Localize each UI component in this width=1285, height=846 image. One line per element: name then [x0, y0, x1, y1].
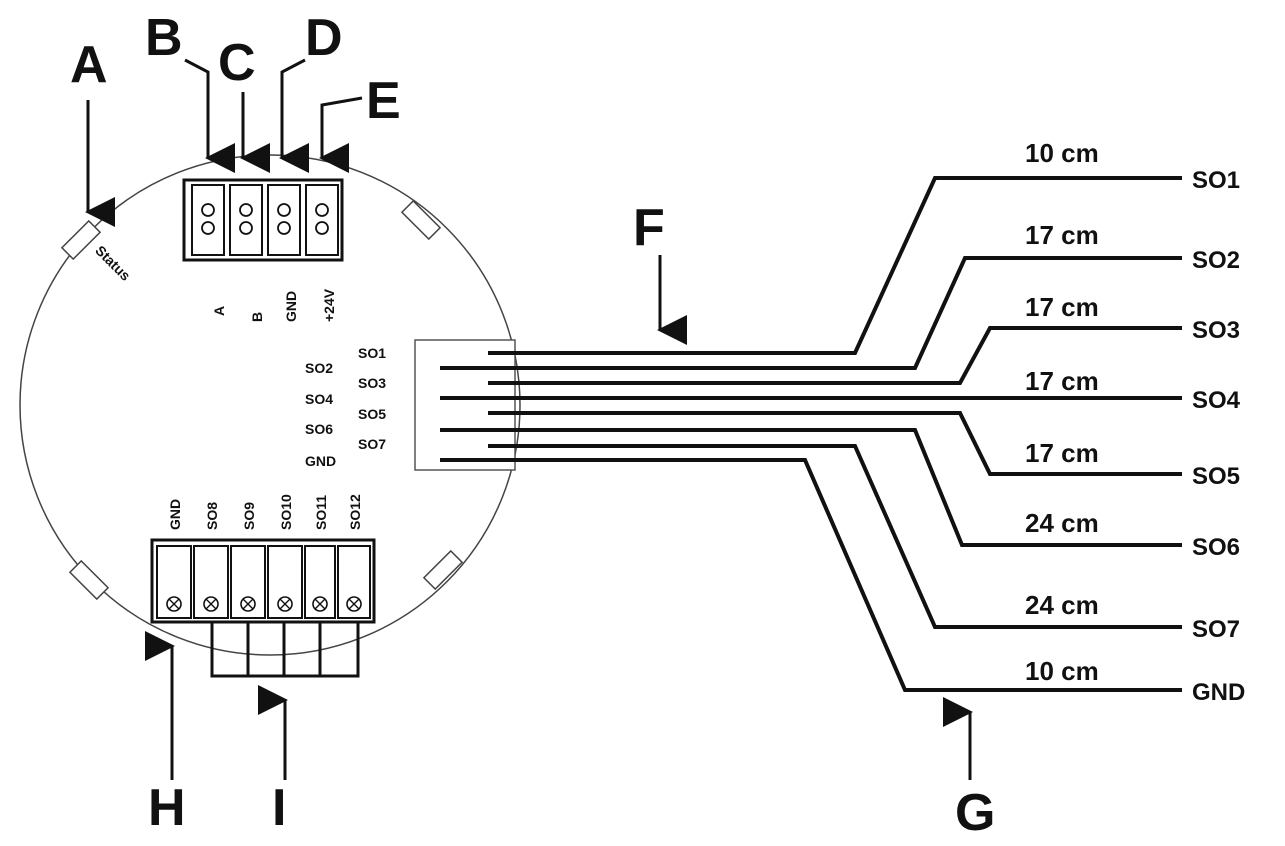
screw-icon	[277, 203, 291, 217]
wire-so5	[488, 411, 1182, 476]
connector-label-so4: SO4	[305, 391, 333, 407]
screw-icon	[315, 203, 329, 217]
wire-length-so2: 17 cm	[1025, 220, 1099, 250]
connector-label-so5: SO5	[358, 406, 386, 422]
screw-icon	[201, 203, 215, 217]
terminal	[191, 184, 225, 256]
wire-end-so5: SO5	[1192, 463, 1240, 490]
bottom-terminal-label-so10: SO10	[278, 494, 294, 530]
wire-length-so6: 24 cm	[1025, 508, 1099, 538]
wire-end-so2: SO2	[1192, 247, 1240, 274]
wire-end-so6: SO6	[1192, 534, 1240, 561]
bottom-terminal-block	[150, 538, 376, 624]
screw-icon	[239, 203, 253, 217]
top-terminal-label-a: A	[211, 306, 227, 316]
wire-so6	[440, 428, 1182, 547]
top-terminal-label-gnd: GND	[283, 291, 299, 322]
status-label: Status	[92, 242, 134, 284]
wire-end-so4: SO4	[1192, 387, 1241, 414]
bottom-terminal-label-so12: SO12	[347, 494, 363, 530]
wire-length-gnd: 10 cm	[1025, 656, 1099, 686]
bottom-terminal-label-gnd: GND	[167, 499, 183, 530]
wire-length-so1: 10 cm	[1025, 138, 1099, 168]
top-terminal-label-b: B	[249, 312, 265, 322]
wire-end-so1: SO1	[1192, 167, 1240, 194]
wire-end-so3: SO3	[1192, 317, 1240, 344]
top-terminal-block	[182, 178, 344, 262]
mounting-slot	[422, 549, 464, 591]
callout-f: F	[633, 199, 665, 257]
bottom-terminal-label-so8: SO8	[204, 502, 220, 530]
wire-length-so7: 24 cm	[1025, 590, 1099, 620]
arrow-d	[279, 58, 309, 173]
wire-gnd	[440, 458, 1182, 692]
connector-label-so1: SO1	[358, 345, 386, 361]
wire-so7	[488, 444, 1182, 629]
screw-icon	[277, 221, 291, 235]
wire-length-so3: 17 cm	[1025, 292, 1099, 322]
connector-label-so7: SO7	[358, 436, 386, 452]
terminal-screws	[201, 203, 329, 235]
callout-a: A	[70, 36, 108, 94]
screw-icon	[239, 221, 253, 235]
callout-c: C	[218, 34, 256, 92]
top-terminal-label-24v: +24V	[321, 288, 337, 322]
callout-h: H	[148, 779, 186, 837]
screw-icon	[201, 221, 215, 235]
wire-length-so5: 17 cm	[1025, 438, 1099, 468]
connector-label-so2: SO2	[305, 360, 333, 376]
connector-label-gnd: GND	[305, 453, 336, 469]
wire-so2	[440, 256, 1182, 370]
callout-i: I	[272, 779, 286, 837]
callout-g: G	[955, 784, 995, 842]
callout-d: D	[305, 9, 343, 67]
callout-b: B	[145, 9, 183, 67]
jumper-bracket	[210, 620, 360, 678]
terminal	[305, 184, 339, 256]
bottom-terminal-label-so11: SO11	[313, 495, 329, 530]
device-housing	[19, 154, 521, 656]
callout-e: E	[366, 72, 401, 130]
connector-label-so6: SO6	[305, 421, 333, 437]
wire-so3	[488, 326, 1182, 385]
terminal	[304, 545, 336, 619]
mounting-slot	[400, 199, 442, 241]
arrow-e	[319, 96, 363, 173]
terminal	[229, 184, 263, 256]
wire-so1	[488, 176, 1182, 355]
wire-end-gnd: GND	[1192, 679, 1245, 706]
wire-connector	[414, 339, 516, 471]
wire-length-so4: 17 cm	[1025, 366, 1099, 396]
connector-label-so3: SO3	[358, 375, 386, 391]
arrow-b	[184, 58, 235, 173]
screw-icon	[315, 221, 329, 235]
wire-end-so7: SO7	[1192, 616, 1240, 643]
bottom-terminal-label-so9: SO9	[241, 502, 257, 530]
mounting-slot	[68, 559, 110, 601]
terminal	[267, 184, 301, 256]
callout-arrows	[85, 58, 973, 780]
wire-harness	[440, 176, 1182, 692]
